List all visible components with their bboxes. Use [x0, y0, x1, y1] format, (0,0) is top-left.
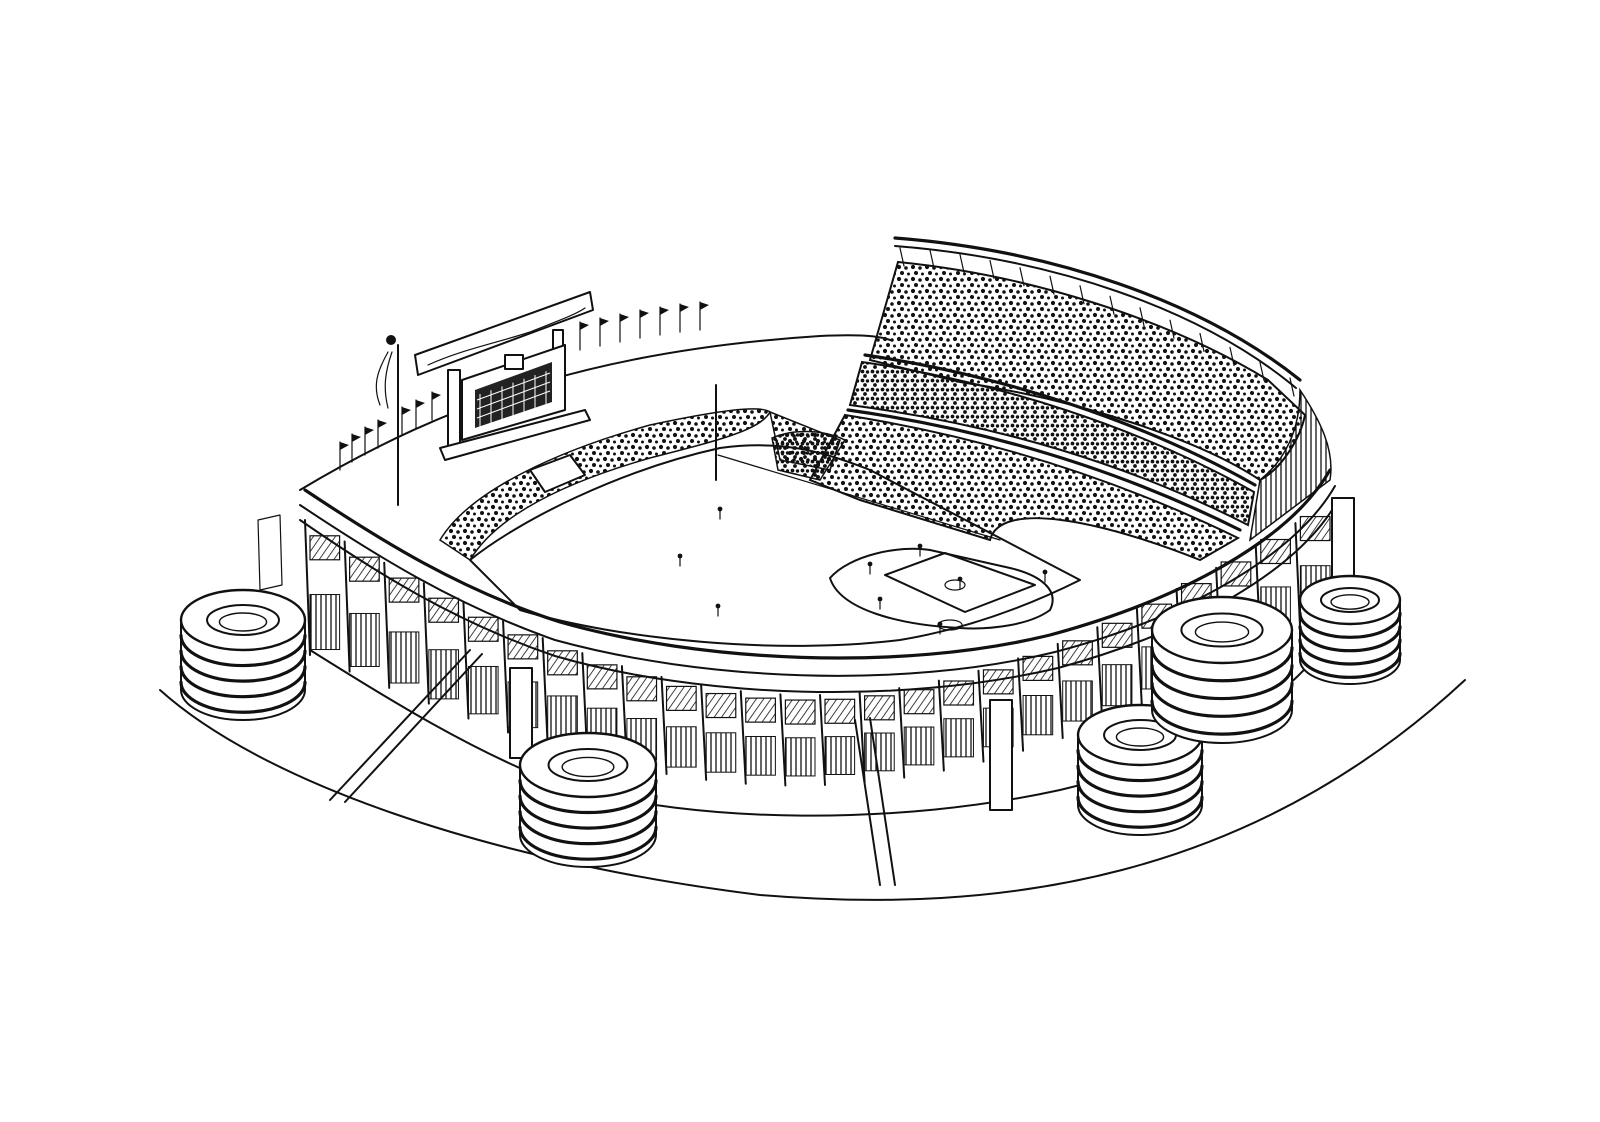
facade-window — [309, 535, 341, 651]
player — [717, 506, 723, 520]
spiral-ramp — [1298, 574, 1402, 685]
facade-window — [665, 685, 697, 768]
main-grandstand — [808, 236, 1332, 562]
spiral-ramp — [1150, 595, 1294, 744]
player — [677, 553, 683, 567]
player — [957, 576, 963, 590]
player — [877, 596, 883, 610]
facade-window — [1062, 640, 1093, 722]
facade-window — [428, 597, 460, 700]
facade-window — [943, 680, 975, 758]
playing-field — [469, 444, 1081, 647]
facade-window — [864, 695, 895, 772]
flag — [659, 306, 669, 336]
flag — [579, 321, 589, 351]
flag — [351, 433, 361, 463]
facade-window — [784, 699, 816, 777]
spiral-ramp — [518, 731, 658, 868]
player — [715, 603, 721, 617]
player — [917, 543, 923, 557]
flag — [619, 313, 629, 343]
flag-row — [339, 301, 709, 471]
flag — [639, 309, 649, 339]
facade-window — [745, 697, 776, 776]
stadium-facade — [299, 468, 1341, 886]
flag — [339, 441, 349, 471]
facade-window — [349, 556, 380, 667]
flag — [699, 301, 709, 331]
facade-window — [1022, 655, 1054, 736]
ground-plaza — [159, 679, 1466, 901]
flag — [679, 303, 689, 333]
player — [1042, 569, 1048, 583]
flag — [431, 391, 441, 421]
facade-window — [1101, 622, 1133, 707]
player — [937, 621, 943, 635]
scoreboard — [375, 291, 594, 506]
facade-window — [388, 577, 420, 684]
player — [867, 561, 873, 575]
facade-window — [705, 692, 737, 773]
spiral-ramps — [179, 574, 1402, 868]
facade-window — [903, 689, 935, 766]
left-stands — [771, 430, 847, 481]
facade-window — [467, 616, 499, 715]
facade-window — [547, 650, 578, 741]
scoreboard-grid — [476, 371, 551, 428]
spiral-ramp — [179, 588, 307, 721]
flag — [377, 419, 387, 449]
flag — [401, 406, 411, 436]
flag — [364, 426, 374, 456]
players — [677, 506, 1048, 635]
flag — [599, 317, 609, 347]
facade-window — [824, 698, 856, 775]
flag — [415, 399, 425, 429]
